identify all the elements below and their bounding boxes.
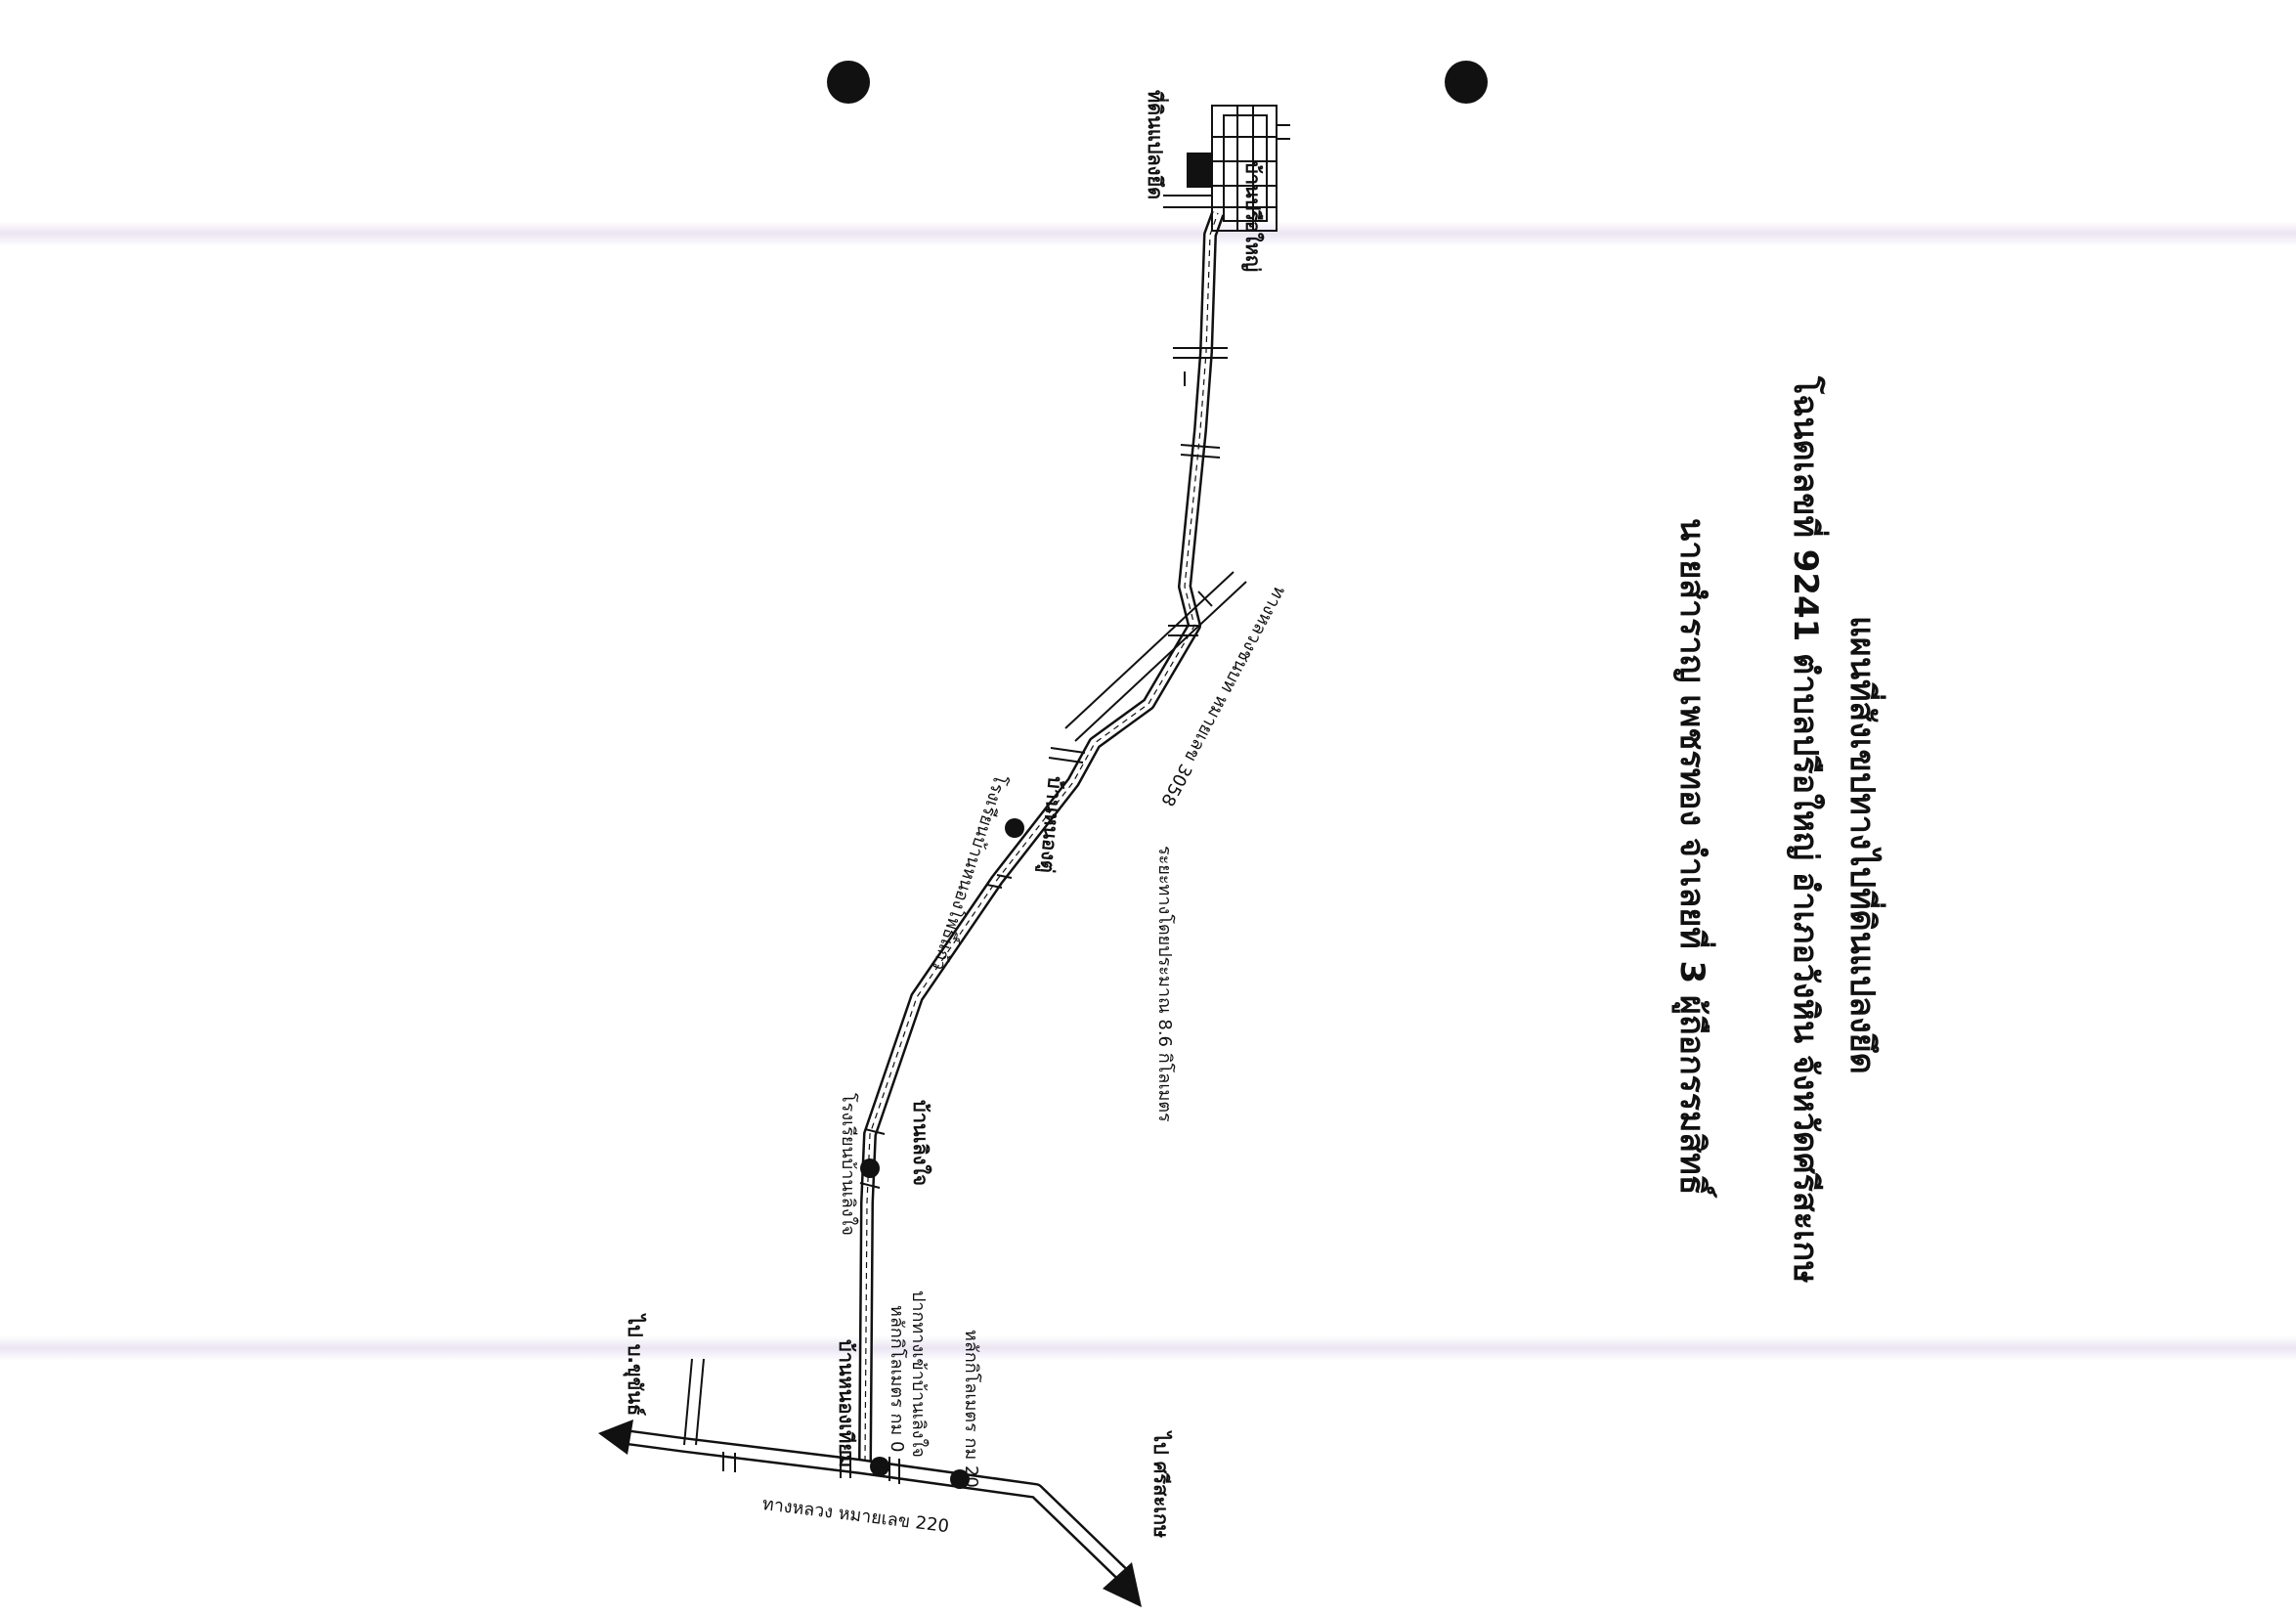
highway-220 xyxy=(598,1420,1142,1607)
label-land-plot: ที่ดินแปลงยึด xyxy=(1144,90,1167,200)
label-to-west: ไป บ.ขุขันธ์ xyxy=(624,1315,647,1417)
punch-hole-right xyxy=(1445,61,1488,104)
school-lower-dot xyxy=(860,1158,880,1178)
school-upper-dot xyxy=(1005,818,1024,838)
km0-dot xyxy=(870,1457,889,1476)
map-subtitle-owner: นายสำราญ เพชรทอง จำเลยที่ 3 ผู้ถือกรรมสิ… xyxy=(1672,518,1711,1196)
cross-streets xyxy=(722,347,1228,1484)
label-km0-line1: ปากทางเข้าบ้านเลิงใจ xyxy=(908,1290,929,1458)
map-subtitle-deed: โฉนดเลขที่ 9241 ตำบลปรือใหญ่ อำเภอวังหิน… xyxy=(1786,376,1825,1284)
label-village-lower: บ้านเลิงใจ xyxy=(909,1100,932,1186)
village-grid-top xyxy=(1163,105,1290,232)
label-village-top: บ้านปรือใหญ่ xyxy=(1241,161,1265,273)
fold-line-bottom xyxy=(0,1335,2296,1361)
side-road-to-khukhan xyxy=(683,1358,705,1446)
label-distance: ระยะทางโดยประมาณ 8.6 กิโลเมตร xyxy=(1154,846,1175,1122)
label-km0-line2: หลักกิโลเมตร กม 0 xyxy=(887,1305,907,1453)
label-village-junction: บ้านหนองเทียม xyxy=(835,1339,858,1468)
label-to-east: ไป ศรีสะเกษ xyxy=(1149,1432,1173,1539)
label-km20: หลักกิโลเมตร กม 20 xyxy=(961,1330,981,1488)
punch-hole-left xyxy=(827,61,870,104)
label-school-lower: โรงเรียนบ้านเลิงใจ xyxy=(838,1093,858,1236)
map-title: แผนที่สังเขปทางไปที่ดินแปลงยึด xyxy=(1842,616,1882,1074)
fold-line-top xyxy=(0,221,2296,246)
km20-dot xyxy=(950,1469,970,1489)
main-road xyxy=(858,210,1225,1463)
land-plot-marker xyxy=(1187,153,1212,188)
